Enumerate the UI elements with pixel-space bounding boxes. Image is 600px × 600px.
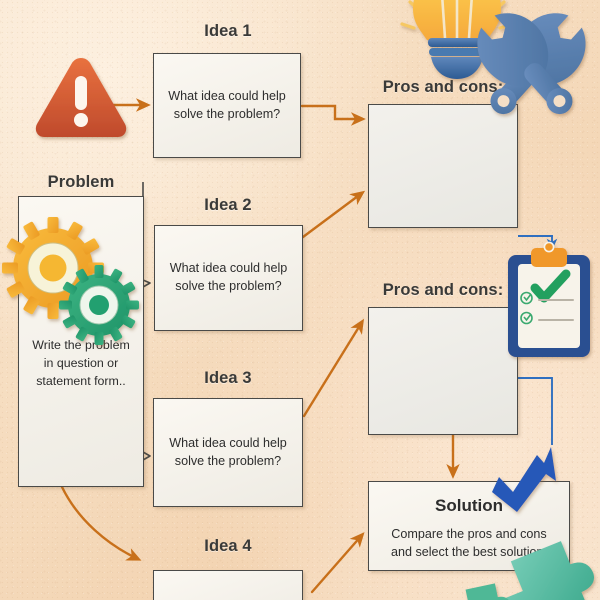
pros-cons-2-caption: Pros and cons: bbox=[382, 281, 504, 299]
solution-title: Solution bbox=[435, 496, 503, 515]
pros-cons-1-box[interactable] bbox=[368, 104, 518, 228]
warning-triangle-icon bbox=[35, 58, 127, 137]
wrench-screwdriver-icon bbox=[477, 13, 586, 115]
pros-cons-1-caption: Pros and cons: bbox=[382, 78, 504, 96]
clipboard-checklist-icon bbox=[508, 241, 590, 357]
arrow-idea2-to-pros1 bbox=[301, 190, 366, 239]
idea-4-caption: Idea 4 bbox=[204, 537, 252, 555]
arrow-idea3-to-pros2 bbox=[302, 318, 365, 418]
idea-1-box[interactable]: What idea could help solve the problem? bbox=[153, 53, 301, 158]
problem-text: Write the problem in question or stateme… bbox=[32, 338, 130, 388]
idea-2-box[interactable]: What idea could help solve the problem? bbox=[154, 225, 303, 331]
idea-2-caption: Idea 2 bbox=[204, 196, 252, 214]
gears-icon bbox=[2, 217, 139, 345]
lightbulb-icon bbox=[400, 0, 514, 79]
idea-1-caption: Idea 1 bbox=[204, 22, 252, 40]
idea-2-text: What idea could help solve the problem? bbox=[169, 261, 288, 293]
idea-4-box[interactable] bbox=[153, 570, 303, 600]
idea-3-text: What idea could help solve the problem? bbox=[169, 435, 287, 468]
idea-3-caption: Idea 3 bbox=[204, 369, 252, 387]
puzzle-piece-icon bbox=[465, 541, 595, 600]
connector-pros2-blue bbox=[518, 377, 553, 445]
idea-3-box[interactable]: What idea could help solve the problem? bbox=[153, 398, 303, 507]
idea-1-text: What idea could help solve the problem? bbox=[168, 88, 286, 121]
problem-caption: Problem bbox=[47, 173, 115, 191]
solution-text: Compare the pros and cons and select the… bbox=[390, 527, 548, 560]
pros-cons-2-box[interactable] bbox=[368, 307, 518, 435]
arrow-idea1-to-pros1 bbox=[300, 104, 366, 126]
blue-check-arrow-icon bbox=[492, 447, 556, 512]
arrow-idea4-to-solution bbox=[310, 532, 365, 594]
arrow-problem-to-idea4 bbox=[60, 485, 142, 561]
